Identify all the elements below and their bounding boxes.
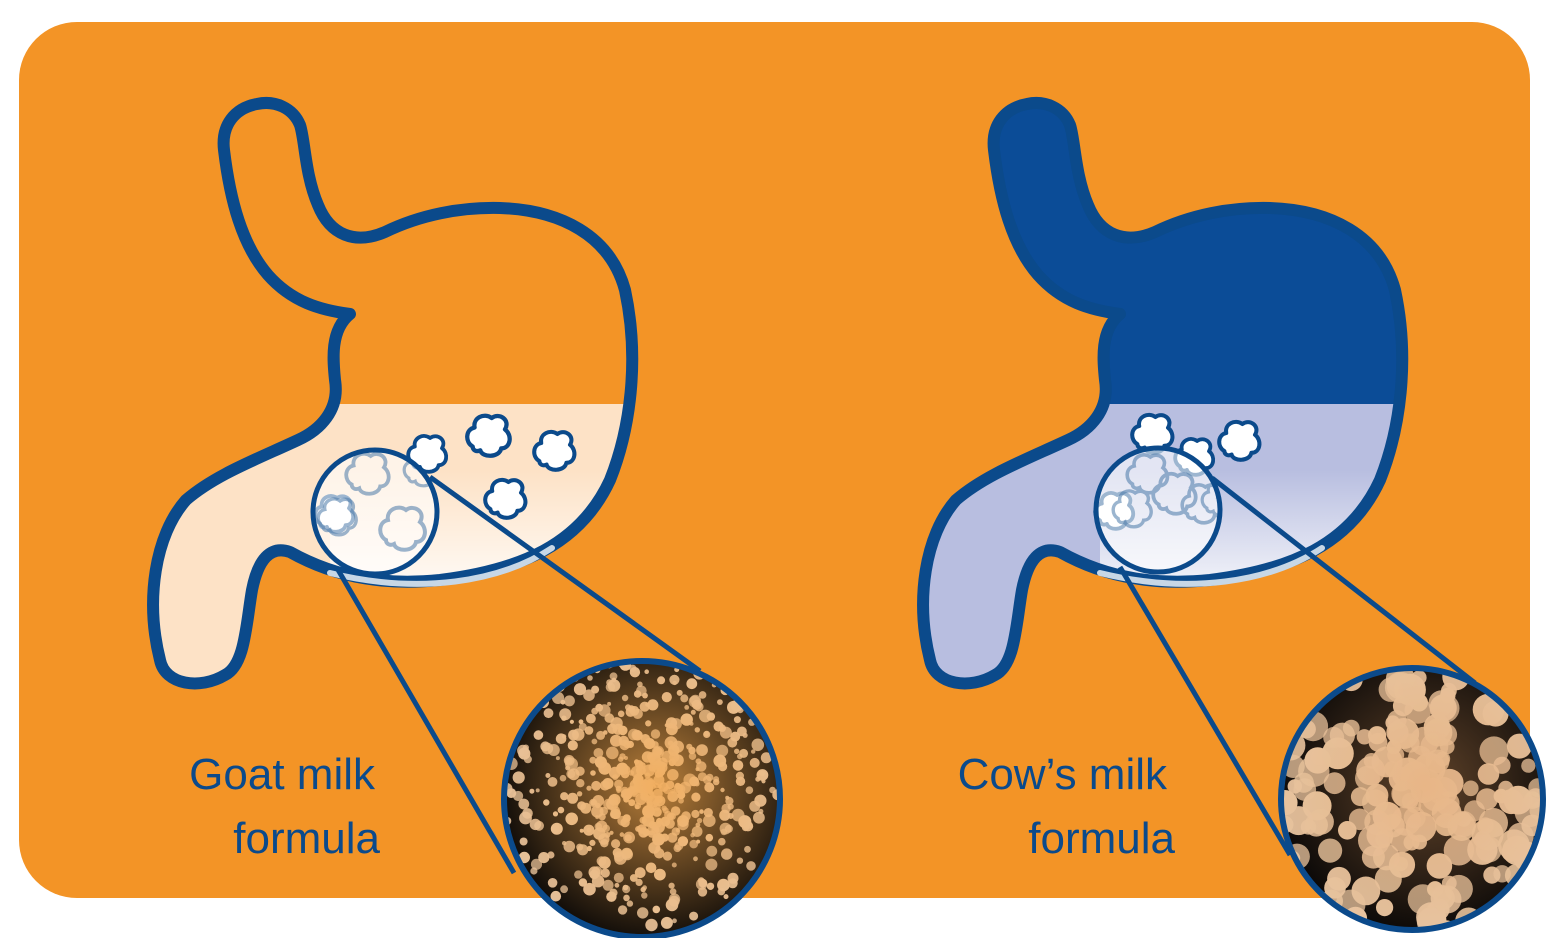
cow-caption-line-2: formula [1028,814,1175,863]
cow-caption-line-1: Cow’s milk [958,750,1168,799]
goat-caption-line-2: formula [233,814,380,863]
goat-caption-line-1: Goat milk [189,750,376,799]
